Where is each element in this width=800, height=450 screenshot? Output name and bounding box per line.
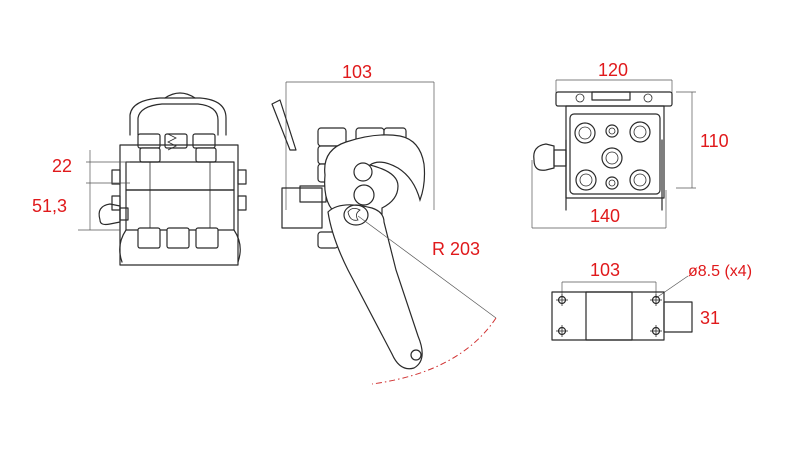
hook-view [271,81,497,385]
dim-110: 110 [700,131,729,151]
dim-r203: R 203 [432,239,480,259]
dim-hole-spec: ø8.5 (x4) [688,263,752,280]
dim-140: 140 [590,206,620,226]
dim-51-3: 51,3 [32,196,67,216]
base-view [551,275,693,341]
dim-31: 31 [700,308,720,328]
dim-103-base: 103 [590,260,620,280]
dim-120: 120 [598,60,628,80]
dim-103-top: 103 [342,62,372,82]
side-view [78,92,247,266]
dim-22: 22 [52,156,72,176]
front-view [531,79,696,229]
